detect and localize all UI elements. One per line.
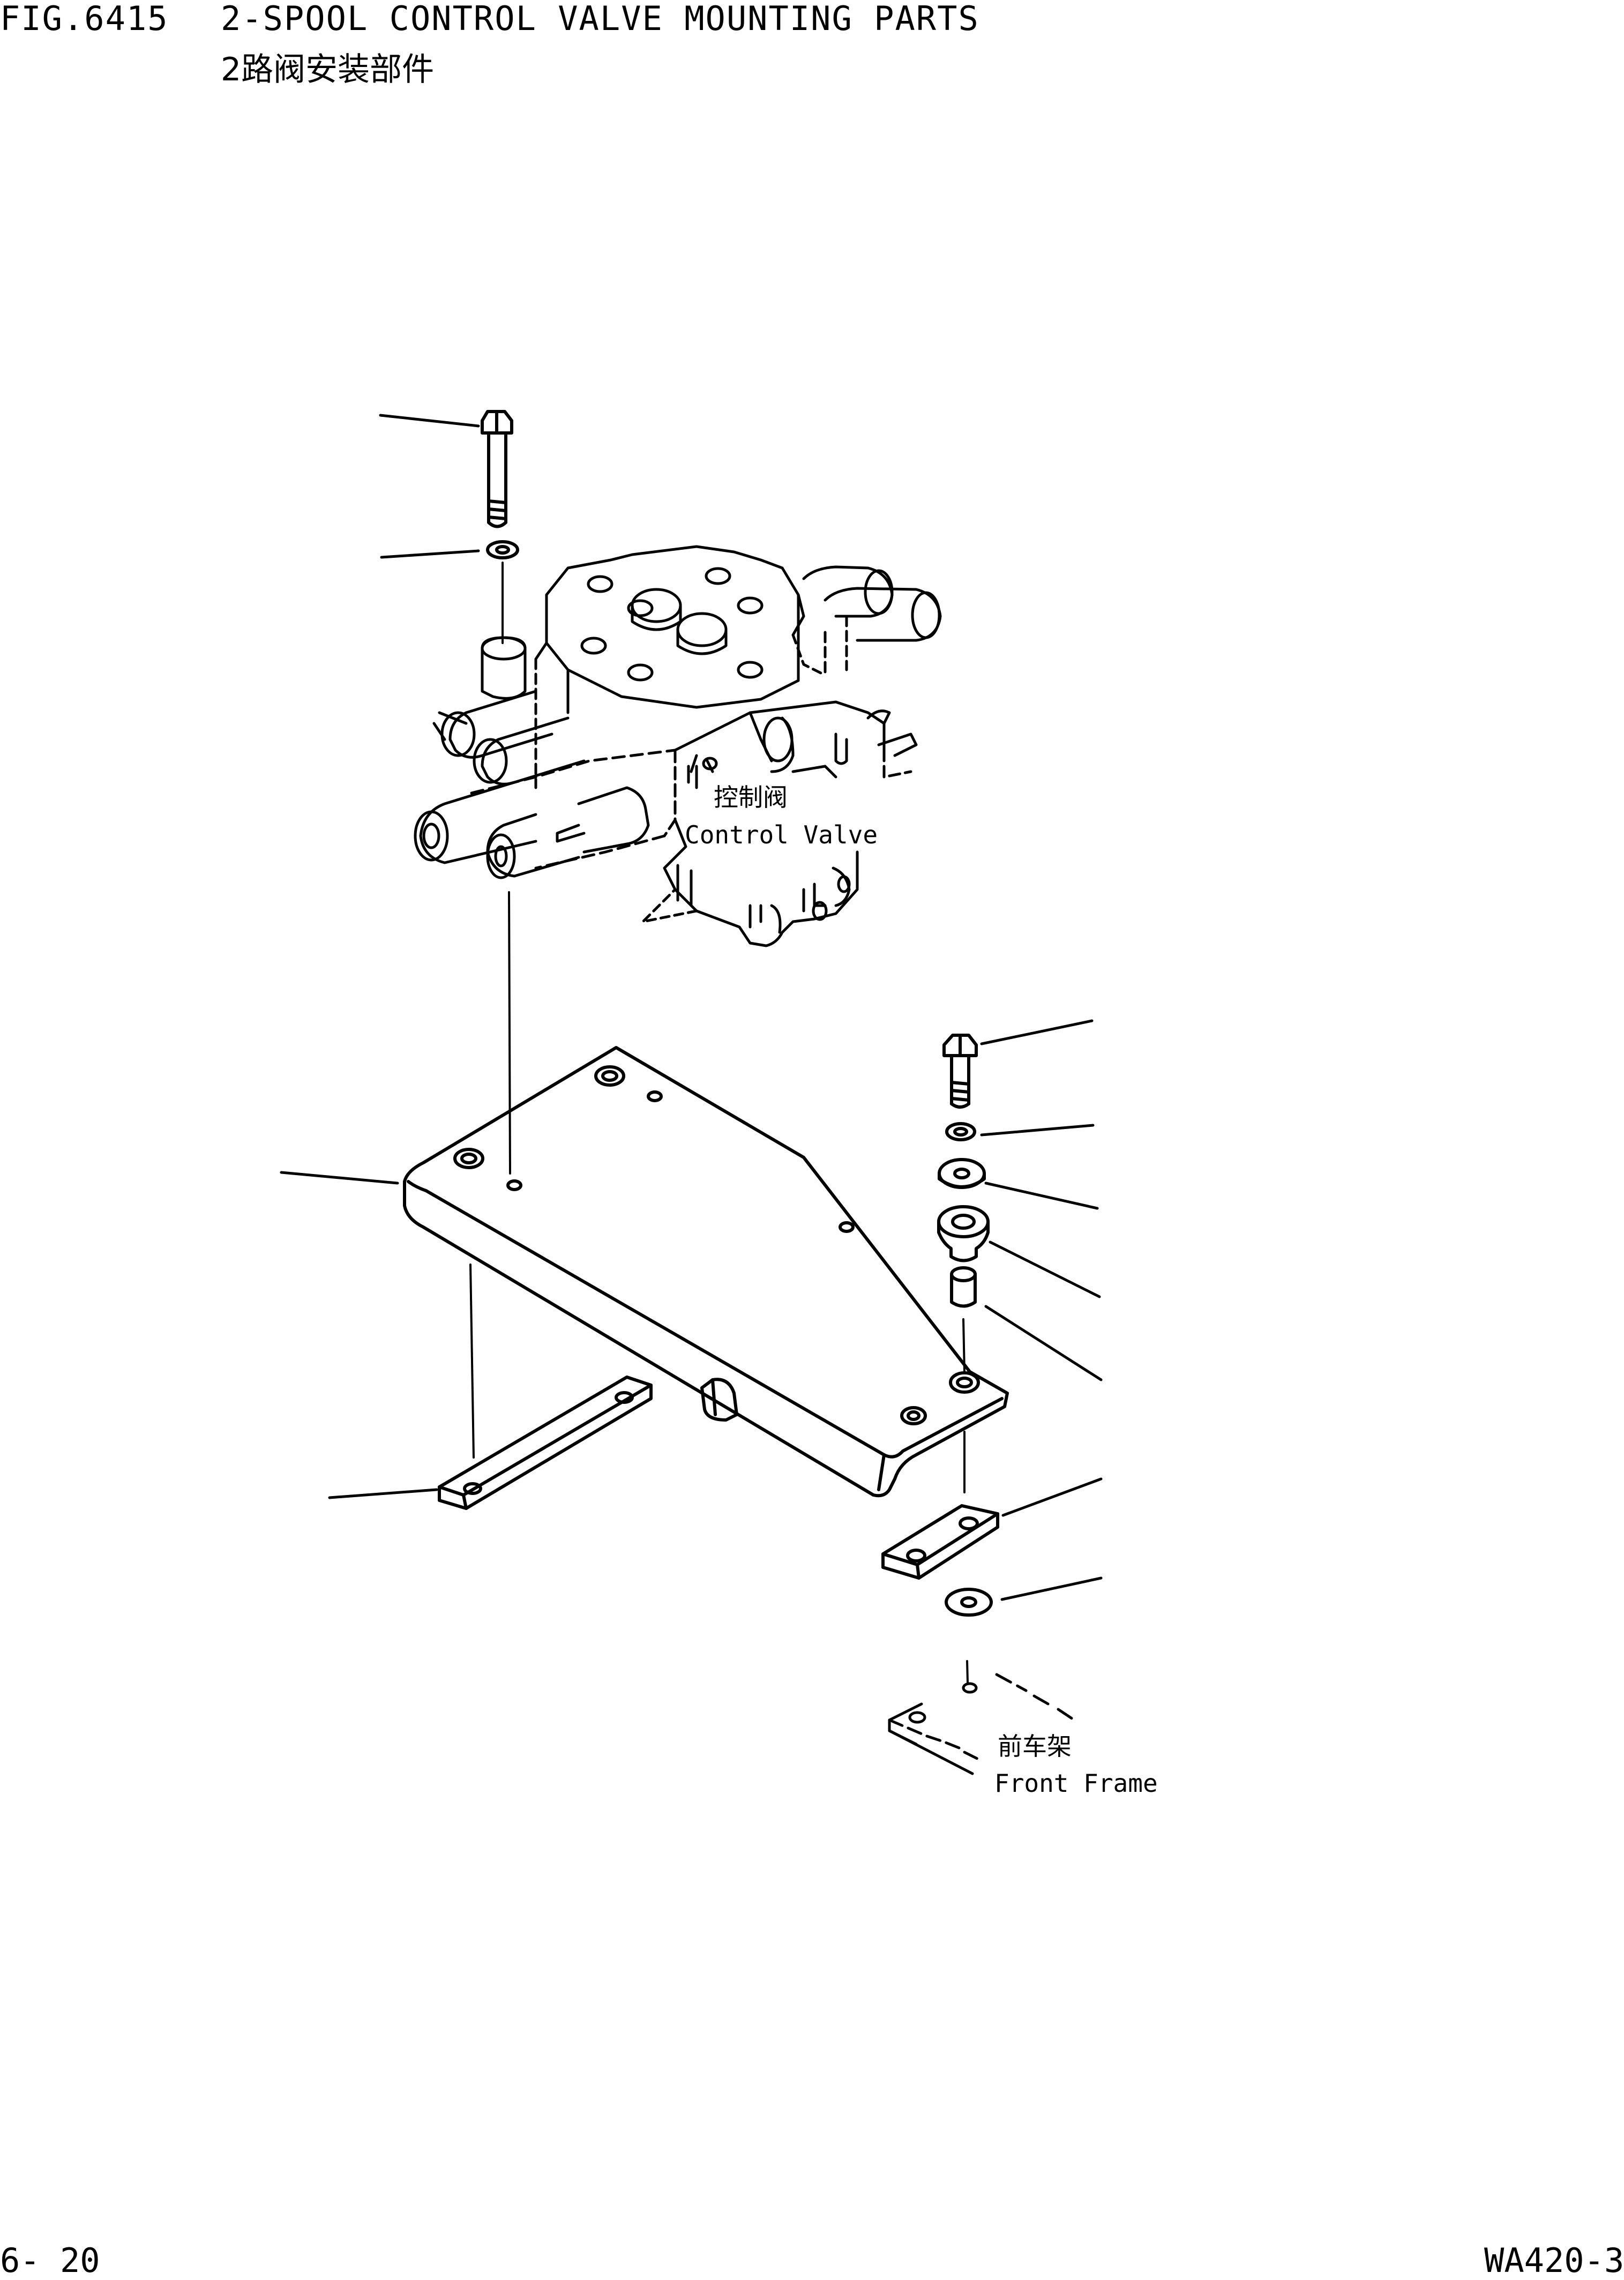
control-valve (415, 547, 940, 946)
mounting-bracket (405, 1048, 1007, 1496)
centerline-valve-bracket (509, 892, 510, 1173)
right-plate (883, 1506, 998, 1578)
right-rubber-mount (939, 1207, 988, 1261)
figure-number: FIG.6415 (0, 0, 169, 38)
leader-line-mount-right (990, 1242, 1099, 1297)
figure-title-en: 2-SPOOL CONTROL VALVE MOUNTING PARTS (221, 0, 979, 38)
left-plate (439, 1265, 651, 1508)
control-valve-label-cn: 控制阀 (714, 783, 788, 812)
right-sleeve (952, 1268, 975, 1306)
model-number: WA420-3 (1484, 2241, 1624, 2280)
front-frame-label-en: Front Frame (994, 1769, 1158, 1798)
centerline-right (963, 1319, 968, 1683)
leader-line-bolt-top (380, 415, 478, 426)
page-number: 6- 20 (0, 2241, 100, 2280)
top-washer (488, 542, 518, 558)
leader-line-sleeve-right (986, 1306, 1101, 1380)
bottom-washer (946, 1589, 991, 1615)
leader-line-washer-right (986, 1183, 1097, 1208)
control-valve-label-en: Control Valve (685, 820, 878, 849)
front-frame-label-cn: 前车架 (998, 1732, 1072, 1761)
top-bolt (482, 412, 512, 527)
leader-line-plate-left (330, 1490, 437, 1498)
leader-line-bolt-right (982, 1021, 1092, 1044)
right-lockwasher (947, 1124, 975, 1140)
leader-line-lockwasher-right (982, 1125, 1093, 1135)
leader-line-washer-top (381, 551, 478, 557)
figure-title-cn: 2路阀安装部件 (221, 51, 435, 88)
leader-line-washer-bottom (1002, 1578, 1101, 1599)
leader-line-bracket (281, 1172, 398, 1183)
right-bolt (944, 1035, 976, 1107)
front-frame (889, 1675, 1074, 1774)
leader-lines (281, 415, 1101, 1599)
leader-line-plate-right (1003, 1479, 1101, 1515)
right-flat-washer (939, 1160, 984, 1187)
